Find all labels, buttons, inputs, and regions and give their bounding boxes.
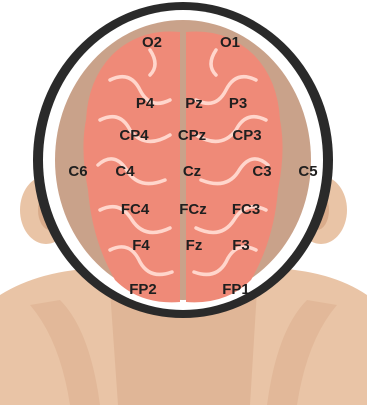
electrode-fp1: FP1 [222, 281, 250, 298]
electrode-fz: Fz [186, 237, 203, 254]
electrode-f4: F4 [132, 237, 150, 254]
electrode-pz: Pz [185, 95, 203, 112]
electrode-f3: F3 [232, 237, 250, 254]
electrode-fcz: FCz [179, 201, 207, 218]
electrode-o2: O2 [142, 34, 162, 51]
electrode-c5: C5 [298, 163, 317, 180]
electrode-fc3: FC3 [232, 201, 260, 218]
electrode-cpz: CPz [178, 127, 206, 144]
electrode-cp4: CP4 [119, 127, 149, 144]
electrode-o1: O1 [220, 34, 240, 51]
electrode-p3: P3 [229, 95, 247, 112]
electrode-fc4: FC4 [121, 201, 150, 218]
electrode-c3: C3 [252, 163, 271, 180]
electrode-cp3: CP3 [232, 127, 261, 144]
electrode-c6: C6 [68, 163, 87, 180]
electrode-fp2: FP2 [129, 281, 157, 298]
electrode-c4: C4 [115, 163, 135, 180]
electrode-p4: P4 [136, 95, 155, 112]
electrode-cz: Cz [183, 163, 201, 180]
